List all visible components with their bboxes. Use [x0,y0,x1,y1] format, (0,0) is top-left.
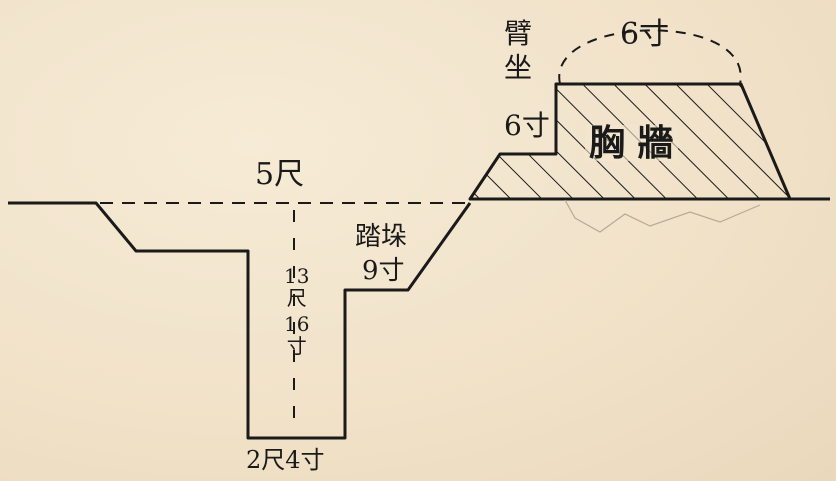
trench-depth-label: 13 尺 16 寸 [284,266,309,356]
step-label: 踏垛 [355,222,408,252]
trench-profile-line [8,201,472,440]
depth-unit-2: 寸 [286,334,307,358]
depth-unit-1: 尺 [286,286,307,310]
parapet-label: 胸 牆 [585,125,678,161]
top-width-label: 5尺 [255,157,305,192]
elbow-rest-char-2: 坐 [504,51,533,84]
elbow-rest-char-1: 臂 [504,17,533,50]
bottom-width-label: 2尺4寸 [246,446,325,474]
step-size-label: 9寸 [362,256,405,286]
depth-num-2: 16 [284,312,310,336]
parapet-top-dashed-arc [558,29,742,85]
pencil-marks [564,199,761,233]
elbow-rest-size-label: 6寸 [504,109,550,142]
parapet-top-size-label: 6寸 [620,17,670,52]
depth-num-1: 13 [284,264,310,288]
elbow-rest-label: 臂 坐 [504,20,532,82]
